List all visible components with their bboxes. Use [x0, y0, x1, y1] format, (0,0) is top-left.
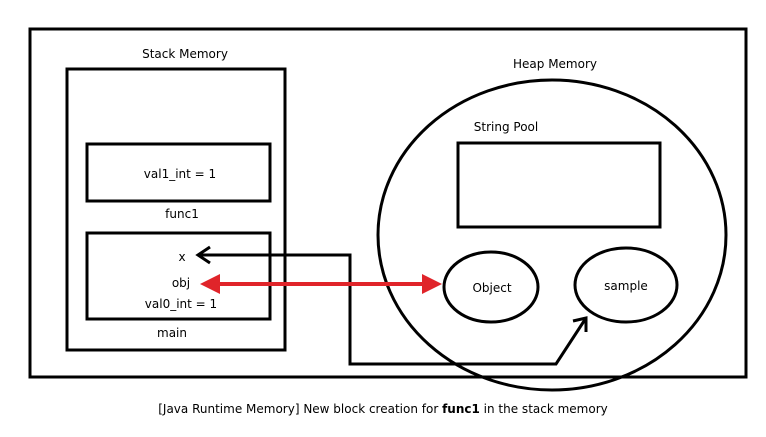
main-frame-label: main — [157, 326, 187, 340]
stack-memory-box — [65, 67, 287, 352]
runtime-memory-frame — [28, 27, 748, 379]
heap-memory-ellipse — [376, 78, 728, 392]
heap-memory-title: Heap Memory — [513, 57, 597, 71]
x-to-sample-reference-line — [198, 253, 588, 366]
func1-frame — [85, 142, 272, 203]
main-var-x: x — [178, 250, 185, 264]
func1-frame-label: func1 — [165, 207, 199, 221]
string-pool-label: String Pool — [474, 120, 538, 134]
main-var-val0-int: val0_int = 1 — [145, 297, 217, 311]
caption-bold-func1: func1 — [442, 402, 480, 416]
caption-text-end: in the stack memory — [479, 402, 608, 416]
func1-var-val1-int: val1_int = 1 — [144, 167, 216, 181]
object-node-label: Object — [472, 281, 511, 295]
x-reference-arrowhead — [195, 245, 211, 265]
object-node — [442, 250, 540, 324]
sample-node — [573, 246, 679, 324]
sample-node-label: sample — [604, 279, 648, 293]
string-pool-box — [456, 141, 662, 229]
main-var-obj: obj — [172, 276, 190, 290]
sample-reference-arrowhead — [572, 316, 588, 332]
caption-text-start: [Java Runtime Memory] New block creation… — [158, 402, 443, 416]
stack-memory-title: Stack Memory — [142, 47, 228, 61]
figure-caption: [Java Runtime Memory] New block creation… — [0, 402, 766, 416]
